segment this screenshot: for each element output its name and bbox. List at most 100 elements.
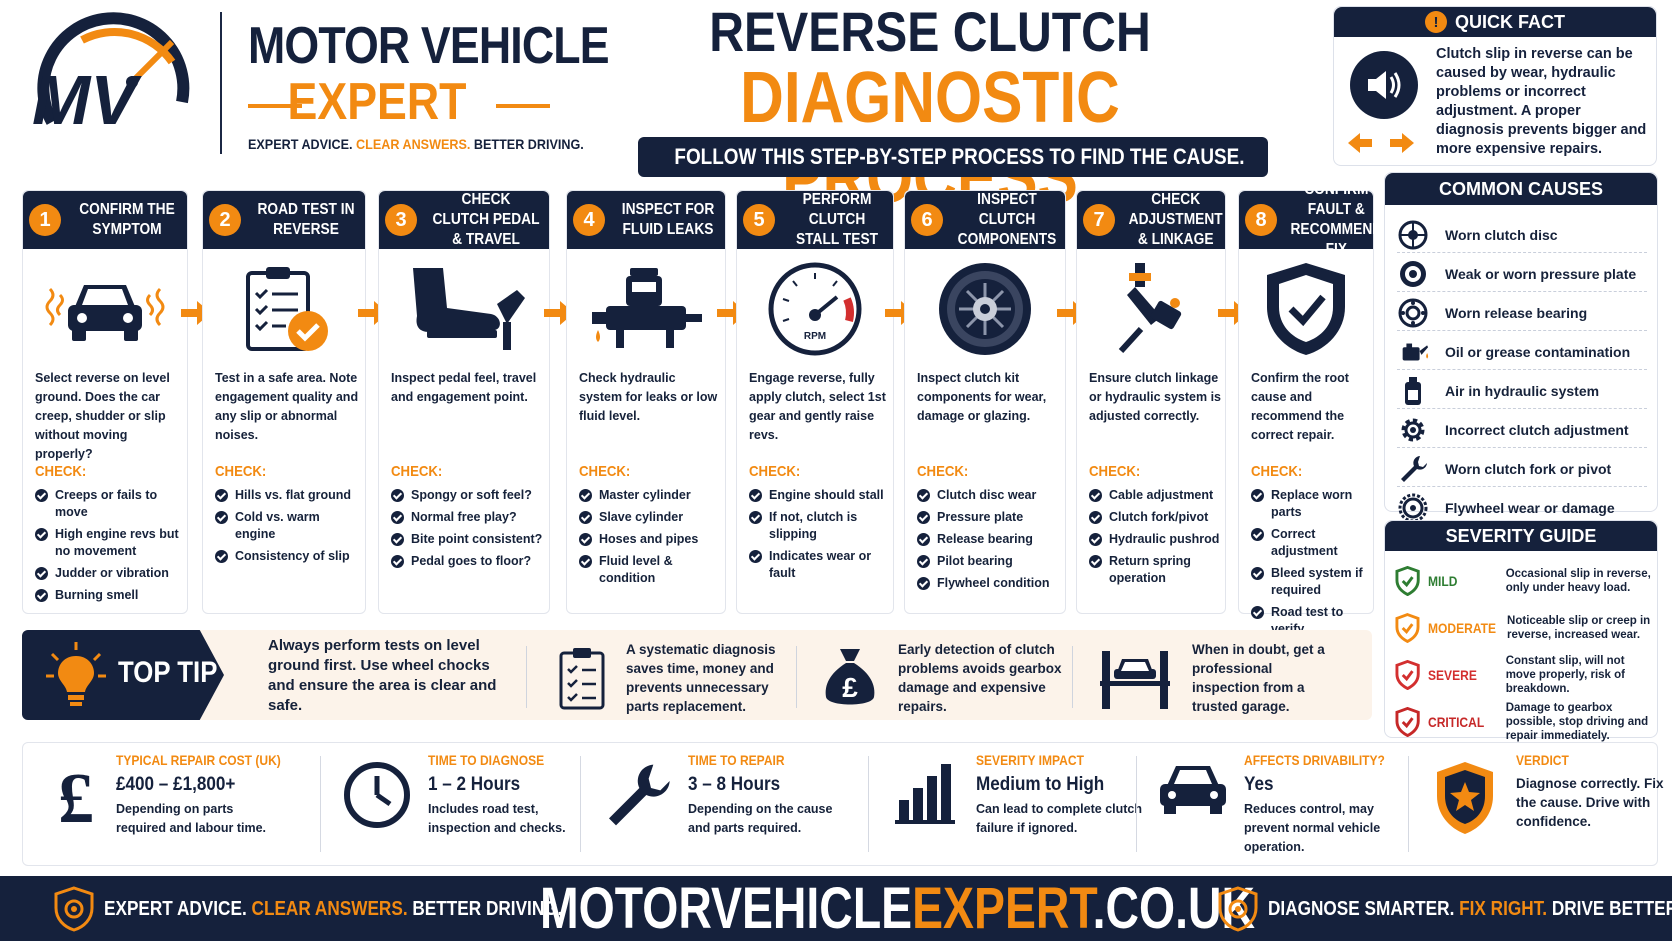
tachometer-icon: RPM [737,259,893,359]
cause-item: Weak or worn pressure plate [1397,256,1647,292]
check-item: Pressure plate [917,509,1063,526]
step-description: Engage reverse, fully apply clutch, sele… [749,371,886,442]
check-item: Pilot bearing [917,553,1063,570]
double-arrow-icon [1348,131,1414,155]
check-item: Hills vs. flat ground [215,487,363,504]
tip-item-text: A systematic diagnosis saves time, money… [626,642,776,714]
step-description: Test in a safe area. Note engagement qua… [215,371,359,442]
stat-description: Can lead to complete clutch failure if i… [976,802,1143,835]
cause-label: Air in hydraulic system [1445,382,1600,399]
cause-item: Worn clutch fork or pivot [1397,451,1647,487]
check-item: Judder or vibration [35,565,185,582]
cause-label: Worn clutch fork or pivot [1445,460,1612,477]
check-item: Return spring operation [1089,553,1223,587]
check-item: Hoses and pipes [579,531,723,548]
subtitle-text: FOLLOW THIS STEP-BY-STEP PROCESS TO FIND… [673,144,1245,169]
logo-letters: MV [32,61,142,139]
check-item: Master cylinder [579,487,723,504]
severity-level: CRITICAL [1428,714,1485,730]
stat-value: Medium to High [976,774,1105,795]
speaker-icon [1348,49,1420,121]
check-item: Pedal goes to floor? [391,553,547,570]
check-item: Burning smell [35,587,185,604]
svg-text:£: £ [842,672,858,703]
step-title: PERFORM CLUTCH STALL TEST [795,191,879,248]
footer-left-c: BETTER DRIVING. [412,898,563,920]
footer-bar [0,876,1672,941]
step-title: ROAD TEST IN REVERSE [257,201,355,238]
common-causes-title: COMMON CAUSES [1385,173,1657,205]
severity-level: SEVERE [1428,667,1478,683]
pound-icon: £ [50,752,102,838]
bar-chart-icon [888,752,962,838]
tagline-part-b: CLEAR ANSWERS. [356,136,471,152]
cause-item: Air in hydraulic system [1397,373,1647,409]
check-item: Cable adjustment [1089,487,1223,504]
disc-icon [1397,220,1429,250]
step-header: 2 ROAD TEST IN REVERSE [203,191,365,249]
check-label: CHECK: [35,463,87,480]
stat-label: TYPICAL REPAIR COST (UK) [116,752,281,768]
brand-tagline: EXPERT ADVICE. CLEAR ANSWERS. BETTER DRI… [248,136,584,152]
step-card-4: 4 INSPECT FOR FLUID LEAKS Check hydrauli… [566,190,726,614]
quick-fact-header: ! QUICK FACT [1334,7,1656,37]
stat-description: Depending on parts required and labour t… [116,802,267,835]
cause-label: Flywheel wear or damage [1445,499,1615,516]
stat-2: TIME TO REPAIR 3 – 8 Hours Depending on … [600,752,858,838]
bearing-icon [1397,298,1429,328]
stat-divider [868,756,869,852]
clipboard-icon [203,259,365,359]
check-item: Road test to verify [1251,604,1371,638]
step-title: INSPECT FOR FLUID LEAKS [621,201,715,238]
check-item: Spongy or soft feel? [391,487,547,504]
step-header: 3 CHECK CLUTCH PEDAL & TRAVEL [379,191,549,249]
step-number: 4 [573,204,605,236]
check-label: CHECK: [917,463,969,480]
stat-label: TIME TO DIAGNOSE [428,752,545,768]
stat-1: TIME TO DIAGNOSE 1 – 2 Hours Includes ro… [340,752,598,838]
step-header: 8 CONFIRM FAULT & RECOMMEND FIX [1239,181,1382,258]
check-item: Creeps or fails to move [35,487,185,521]
check-item: Fluid level & condition [579,553,723,587]
money-bag-icon: £ [825,649,875,705]
wrench-icon [1397,454,1429,484]
check-label: CHECK: [1089,463,1141,480]
oil-can-icon [1397,339,1429,365]
stat-label: SEVERITY IMPACT [976,752,1084,768]
stat-5: VERDICT Diagnose correctly. Fix the caus… [1428,752,1666,836]
cause-label: Weak or worn pressure plate [1445,265,1637,282]
cause-item: Worn release bearing [1397,295,1647,331]
check-item: Cold vs. warm engine [215,509,363,543]
stat-value: 3 – 8 Hours [688,774,781,795]
master-cylinder-icon [567,259,725,359]
checklist-icon [559,648,605,710]
url-part-b: EXPERT [912,876,1093,941]
step-card-8: 8 CONFIRM FAULT & RECOMMEND FIX Confirm … [1238,181,1382,636]
brand-dash-right [496,104,550,108]
alert-icon: ! [1425,11,1447,33]
check-item: Release bearing [917,531,1063,548]
cause-label: Incorrect clutch adjustment [1445,421,1629,438]
step-card-7: 7 CHECK ADJUSTMENT & LINKAGE Ensure clut… [1076,190,1226,614]
footer-right-c: DRIVE BETTER. [1551,898,1672,920]
step-header: 7 CHECK ADJUSTMENT & LINKAGE [1077,191,1225,249]
step-description: Ensure clutch linkage or hydraulic syste… [1089,371,1222,423]
gear-shield-icon [52,886,96,932]
check-label: CHECK: [1251,463,1303,480]
check-item: High engine revs but no movement [35,526,185,560]
stat-value: Yes [1244,774,1274,795]
tip-divider [796,646,797,708]
step-number: 5 [743,204,775,236]
tip-divider [1072,646,1073,708]
flywheel-icon [1397,493,1429,523]
tip-divider [526,646,527,708]
severity-level: MILD [1428,573,1458,589]
severity-shield-icon [1395,566,1420,596]
step-description: Inspect clutch kit components for wear, … [917,371,1047,423]
check-list: Spongy or soft feel?Normal free play?Bit… [391,487,547,575]
tagline-part-c: BETTER DRIVING. [473,136,584,152]
check-item: Correct adjustment [1251,526,1371,560]
footer-website-link[interactable]: MOTORVEHICLEEXPERT.CO.UK [540,878,1255,940]
footer-left-a: EXPERT ADVICE. [104,898,247,920]
